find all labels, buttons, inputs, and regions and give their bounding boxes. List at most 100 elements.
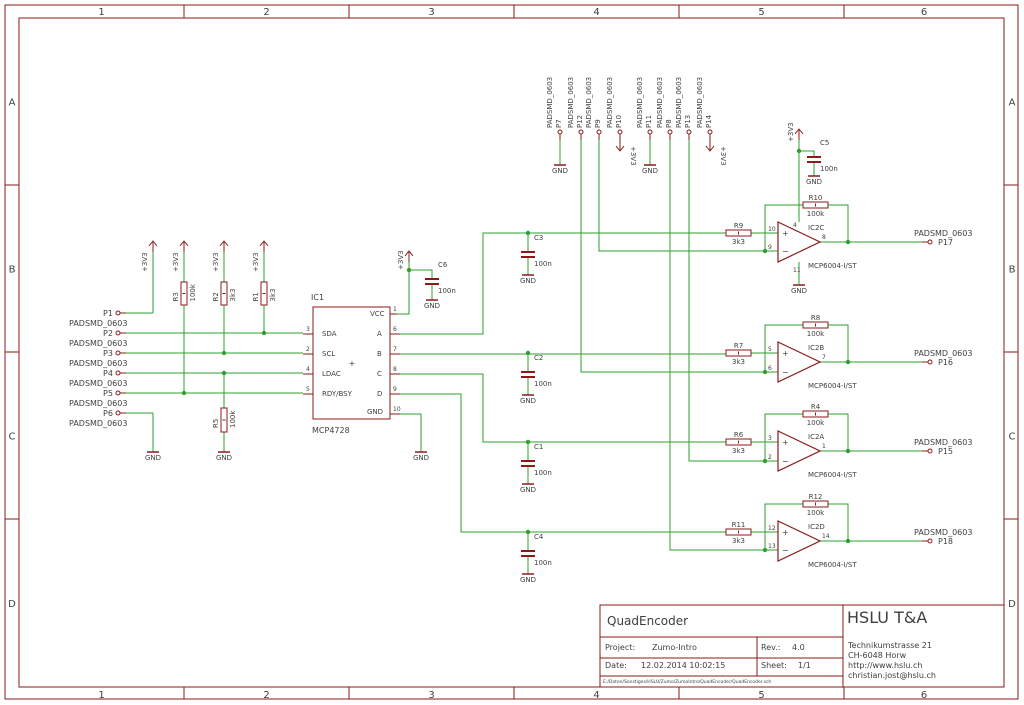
resistor-value: 3k3 [732,238,745,246]
pad-circle [115,330,121,336]
supply-label: +3V3 [397,250,405,270]
pad-circle [707,129,713,135]
pad-name: P1 [103,309,113,318]
pad-package: PADSMD_0603 [696,77,704,128]
opamp-pin-number: 5 [768,346,772,353]
opamp-pin-number: 8 [822,234,826,241]
opamp-pin-number: 13 [768,543,776,550]
opamp-body [777,430,822,472]
resistor-name: R9 [734,222,743,230]
opamp-unit: IC2C [808,224,824,232]
capacitor-name: C6 [438,261,448,269]
resistor-value: 3k3 [269,289,277,302]
pad-package: PADSMD_0603 [69,339,127,348]
ground-label: GND [413,454,429,462]
ic1-dac: IC1 MCP4728 VCC SDA SCL LDAC RDY/BSY A B… [306,293,401,435]
opamp-pin-number: 12 [768,525,776,532]
capacitor-name: C2 [534,354,543,362]
capacitor-value: 100n [820,165,838,173]
ground-label: GND [552,167,568,175]
column-label-bottom: 5 [758,690,764,701]
date-label: Date: [605,661,627,670]
sheet-value: 1/1 [798,661,811,670]
project-value: Zumo-Intro [652,643,697,652]
opamp-pin-number: 9 [768,244,772,251]
capacitor-name: C5 [820,139,829,147]
date-value: 12.02.2014 10:02:15 [641,661,725,670]
ground-label: GND [216,454,232,462]
wire [828,204,849,242]
column-label-bottom: 1 [98,690,104,701]
pad-circle [927,359,933,365]
wire [400,373,726,443]
wire [764,324,803,373]
capacitor-name: C4 [534,533,544,541]
pad-name: P16 [938,358,953,367]
row-label-right: D [1008,599,1016,610]
pad-package: PADSMD_0603 [656,77,664,128]
wire [828,503,849,541]
ic1-pin-ldac: LDAC [322,370,341,378]
pad-circle [578,129,584,135]
resistor-value: 100k [189,283,197,301]
opamp-minus: − [782,457,789,466]
opamp-minus: − [782,546,789,555]
ground-label: GND [424,302,440,310]
pad-name: P8 [665,119,673,128]
pad-circle [686,129,692,135]
sheet-label: Sheet: [761,661,787,670]
pad-circle [596,129,602,135]
pad-package: PADSMD_0603 [914,229,972,238]
ground-label: GND [642,167,658,175]
resistor-value: 3k3 [732,537,745,545]
resistor-name: R1 [252,292,260,301]
opamp-pin-number: 10 [768,226,776,233]
pad-package: PADSMD_0603 [914,438,972,447]
ic1-value: MCP4728 [312,426,350,435]
row-label-left: C [9,432,16,443]
row-label-right: C [1009,432,1016,443]
resistor-name: R2 [212,292,220,301]
rev-value: 4.0 [792,643,805,652]
address-line-4: christian.jost@hslu.ch [848,671,936,680]
wires [126,140,922,574]
wire [580,140,765,373]
resistor-value: 100k [807,419,825,427]
opamp-unit: IC2B [808,344,824,352]
rev-label: Rev.: [761,643,780,652]
resistor-value: 100k [807,509,825,517]
address-line-2: CH-6048 Horw [848,651,907,660]
pad-package: PADSMD_0603 [69,379,127,388]
supply-arrow [705,145,715,152]
ic1-pin-vcc: VCC [370,310,385,318]
pad-package: PADSMD_0603 [585,77,593,128]
column-label-top: 1 [98,7,104,18]
wire [400,413,422,452]
pad-name: P14 [705,114,713,128]
resistor-name: R8 [811,314,820,322]
pad-package: PADSMD_0603 [567,77,575,128]
resistor-value: 100k [807,330,825,338]
title-block-company: HSLU T&A [847,608,927,627]
resistor-value: 3k3 [229,289,237,302]
pad-name: P6 [103,409,113,418]
supply-label: +3V3 [172,252,180,272]
resistor-value: 3k3 [732,447,745,455]
resistor-name: R7 [734,342,743,350]
pad-package: PADSMD_0603 [914,349,972,358]
pad-package: PADSMD_0603 [606,77,614,128]
wire [688,140,765,462]
pad-circle [927,448,933,454]
capacitor-value: 100n [534,380,552,388]
pad-circle [617,129,623,135]
wire [400,232,726,335]
opamp-minus: − [782,247,789,256]
opamp-plus: + [782,229,789,238]
opamp-pin-number: 7 [822,354,826,361]
supply-label: +3V3 [629,146,637,166]
pad-package: PADSMD_0603 [636,77,644,128]
ground-label: GND [806,178,822,186]
opamp-unit: IC2A [808,433,824,441]
ic1-body [312,306,391,420]
